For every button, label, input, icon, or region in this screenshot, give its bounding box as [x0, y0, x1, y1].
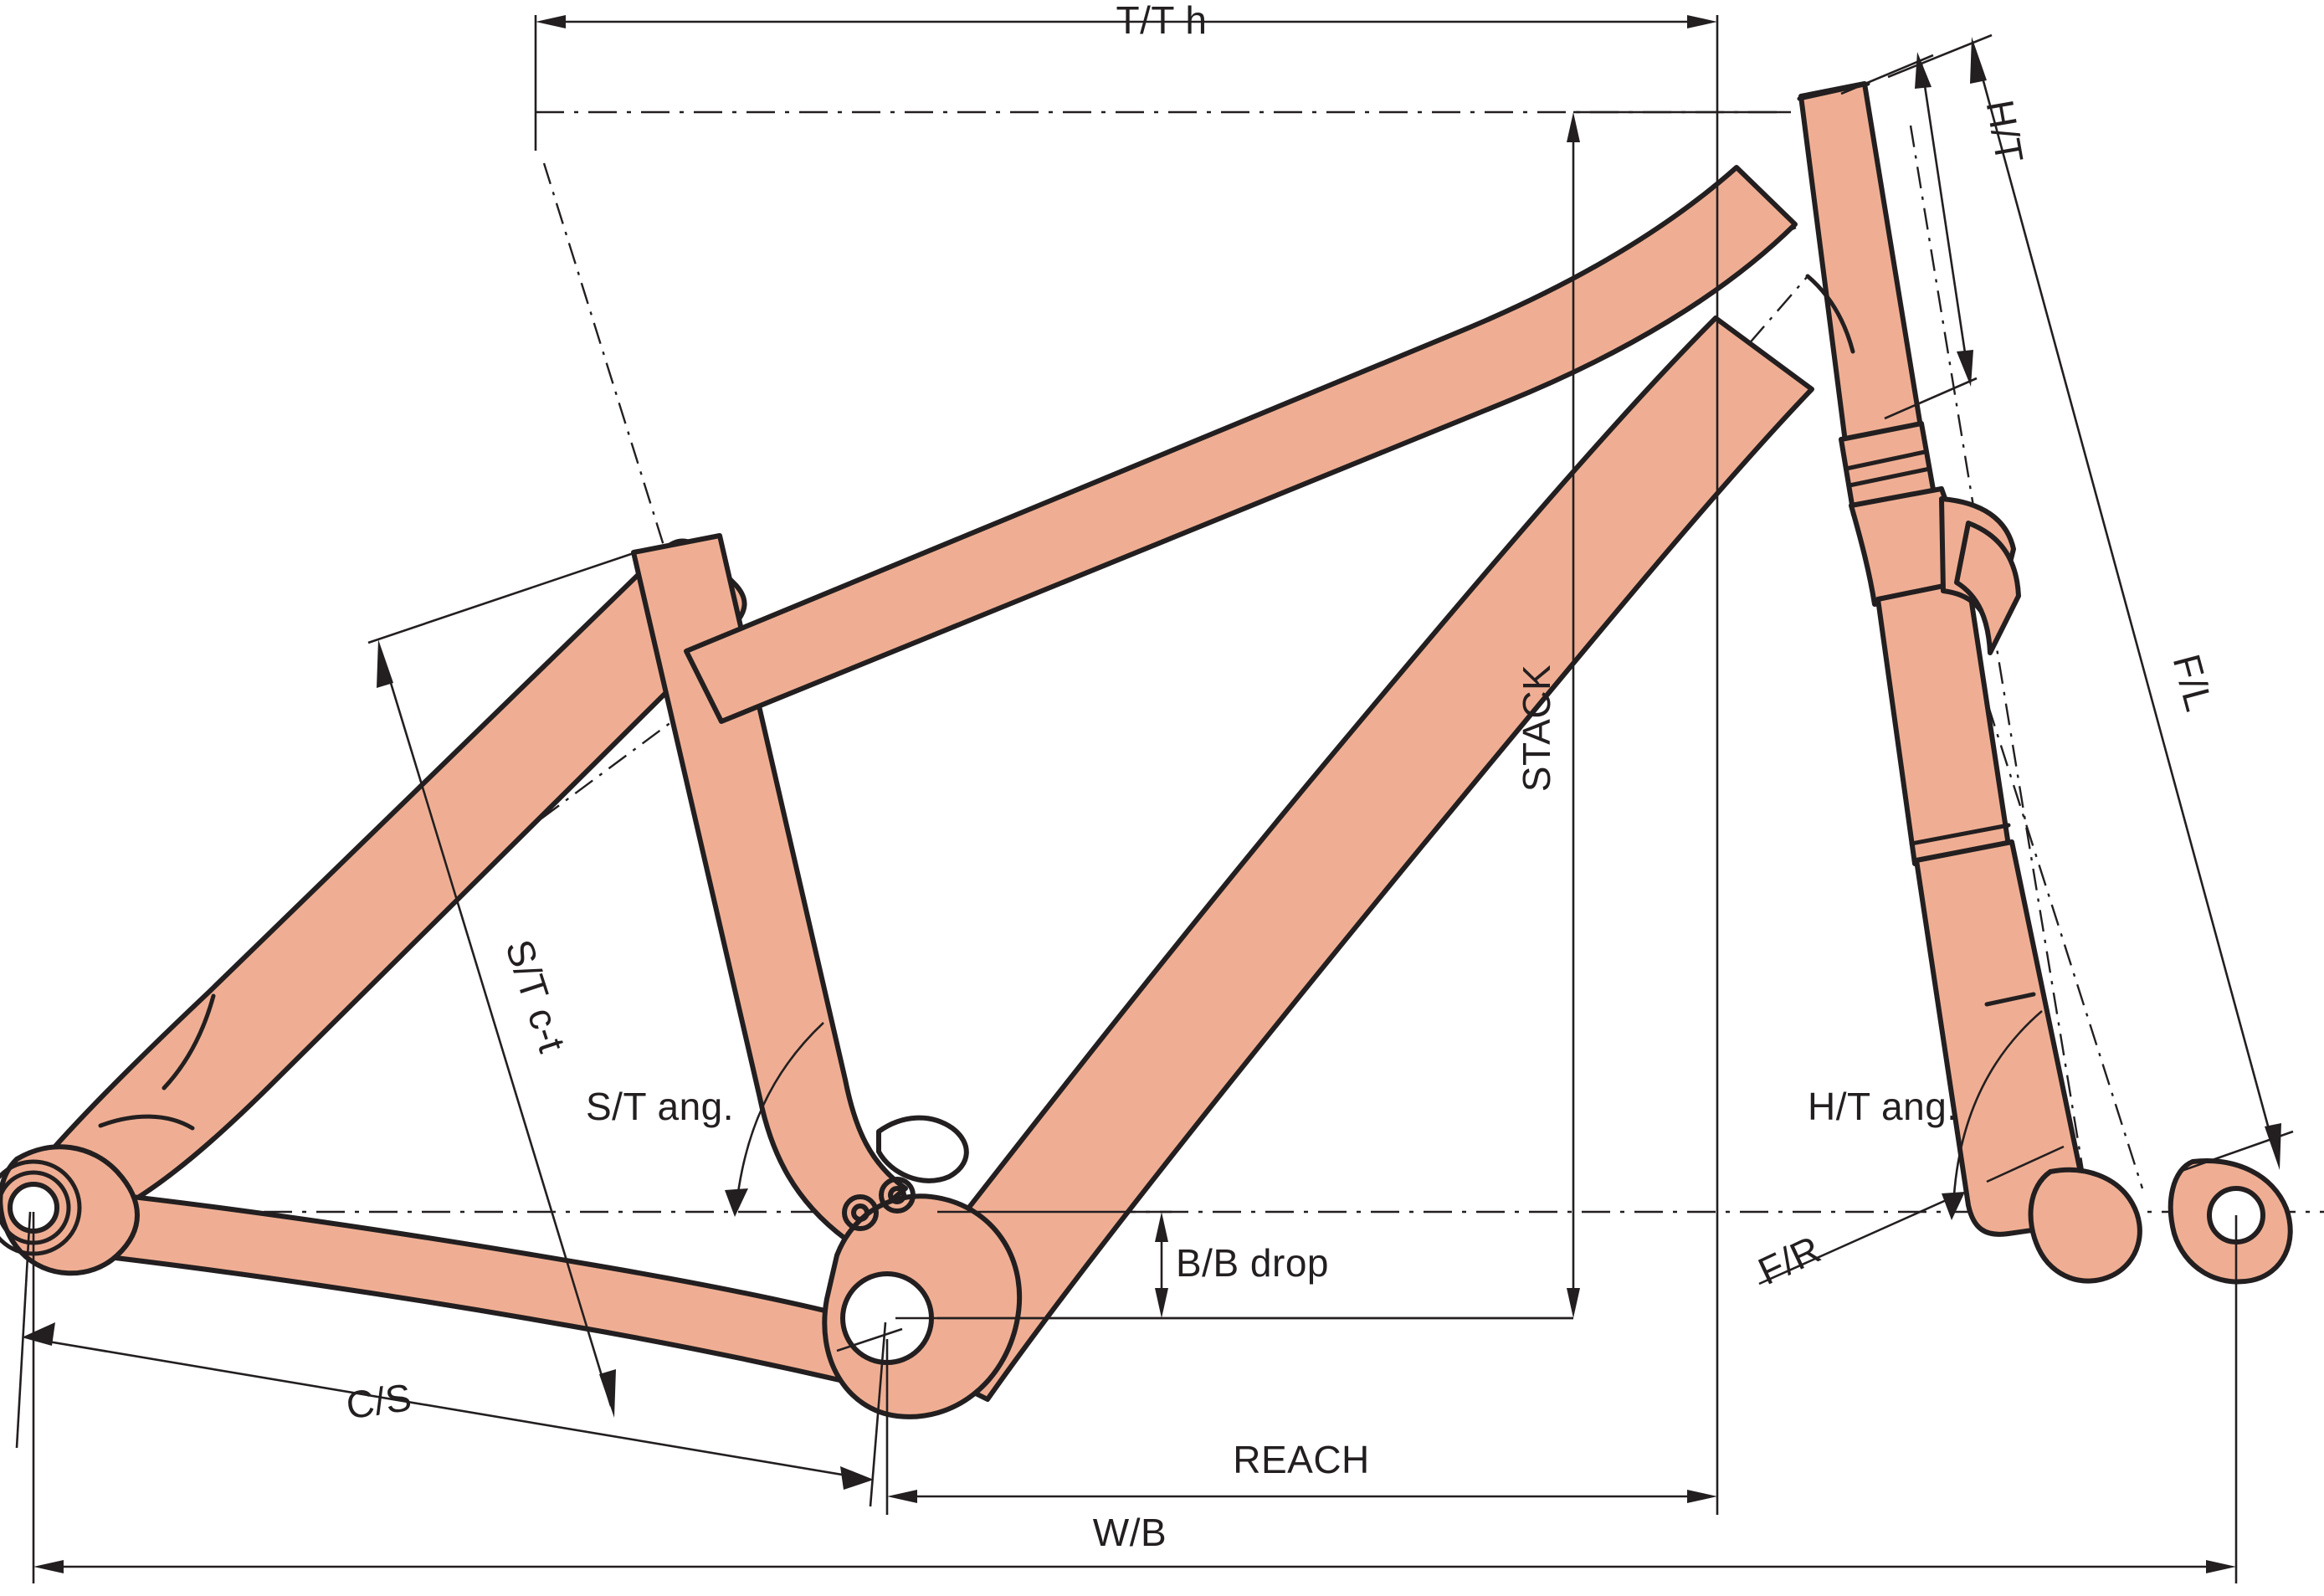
seat-stay-bridge [162, 993, 216, 1091]
label-head-tube-angle: H/T ang. [1808, 1085, 1958, 1128]
chain-stay [29, 1184, 898, 1392]
head-tube [1798, 81, 1923, 444]
label-bb-drop: B/B drop [1176, 1241, 1329, 1285]
label-head-tube: H/T [1978, 96, 2032, 166]
label-fork-length: F/L [2165, 649, 2222, 716]
dimension-head-tube [1840, 52, 1978, 420]
top-tube [684, 165, 1798, 724]
bottle-cage-bosses [842, 1177, 916, 1231]
dimension-top-tube-horizontal [534, 15, 1719, 469]
dimension-seat-tube-ct [367, 551, 903, 1418]
label-chain-stay: C/S [343, 1375, 414, 1427]
dimension-reach [885, 469, 1719, 1515]
label-stack: STACK [1515, 665, 1558, 792]
dimension-bb-drop [937, 1210, 1573, 1320]
fork-seal-lines [1844, 449, 2036, 1007]
label-seat-tube-ct: S/T c-t [497, 934, 574, 1057]
label-reach: REACH [1233, 1438, 1370, 1481]
seat-tube-top-edge [631, 533, 722, 555]
bb-junction-cutout [876, 1115, 969, 1183]
dimension-seat-tube-angle [725, 1022, 824, 1217]
front-dropout [2028, 1167, 2142, 1284]
label-wheel-base: W/B [1093, 1511, 1167, 1554]
dimension-wheel-base [32, 1212, 2238, 1583]
dimension-fork-length [1887, 33, 2294, 1173]
dimension-chain-stay [15, 1211, 887, 1507]
dimension-fork-rake [1758, 1145, 2065, 1286]
label-seat-tube-angle: S/T ang. [586, 1085, 734, 1128]
downtube-headtube-weld [1805, 274, 1855, 354]
head-tube-centerline [1909, 125, 2095, 1233]
down-tube [864, 316, 1814, 1402]
label-top-tube-horizontal: T/T h [1116, 0, 1207, 42]
bicycle-frame [0, 81, 2293, 1419]
rear-dropout-notch [98, 1114, 195, 1131]
fork-second-leg [1954, 521, 2021, 655]
